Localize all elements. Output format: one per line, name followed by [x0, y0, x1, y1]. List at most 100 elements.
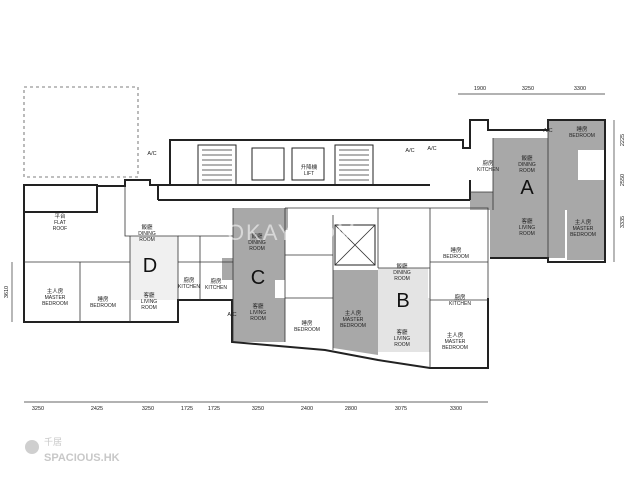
- room-name-en: BEDROOM: [442, 345, 468, 351]
- void-cross: [334, 224, 376, 266]
- lift-2: [291, 147, 325, 181]
- room-name-cn: 睡房: [450, 246, 462, 254]
- dim-bottom: 3250: [142, 406, 154, 412]
- unit-a-bedroom-shading: [548, 120, 605, 210]
- room-name-en: ROOF: [53, 226, 67, 232]
- unit-label-c: C: [251, 267, 265, 289]
- room-name-cn: 平台: [54, 212, 66, 220]
- room-name-en: BEDROOM: [570, 232, 596, 238]
- room-name-en: LIVING: [141, 299, 158, 305]
- room-name-en: ROOM: [394, 276, 410, 282]
- room-name-cn: 廚房: [183, 276, 195, 284]
- room-name-en: DINING: [393, 270, 411, 276]
- room-name-en: BEDROOM: [569, 133, 595, 139]
- logo-icon: [25, 440, 39, 454]
- room-name-en: ROOM: [519, 231, 535, 237]
- dim-bottom: 3250: [32, 406, 44, 412]
- room-name-en: BEDROOM: [340, 323, 366, 329]
- room-name-cn: 廚房: [482, 159, 494, 167]
- room-name-en: ROOM: [141, 305, 157, 311]
- dim-top: 3250: [522, 86, 534, 92]
- dim-left: 3610: [4, 286, 10, 298]
- unit-shading: [130, 120, 605, 355]
- room-name-en: BEDROOM: [90, 303, 116, 309]
- room-name-cn: 主人房: [345, 309, 362, 317]
- room-name-en: KITCHEN: [205, 285, 227, 291]
- room-name-en: LIVING: [519, 225, 536, 231]
- walls: [23, 119, 606, 369]
- unit-label-b: B: [396, 290, 409, 312]
- dim-bottom: 2400: [301, 406, 313, 412]
- room-name-cn: 客廳: [143, 291, 155, 299]
- room-name-cn: 睡房: [576, 125, 588, 133]
- dim-bottom: 1725: [181, 406, 193, 412]
- stair-right-treads: [339, 149, 369, 181]
- lift-1: [251, 147, 285, 181]
- room-name-en: BEDROOM: [42, 301, 68, 307]
- room-name-en: MASTER: [573, 226, 594, 232]
- dim-top: 1900: [474, 86, 486, 92]
- room-name-cn: 客廳: [396, 328, 408, 336]
- unit-d-shading: [130, 236, 178, 300]
- dimension-lines: [11, 93, 615, 403]
- corridor: [158, 184, 470, 201]
- room-name-cn: 睡房: [97, 295, 109, 303]
- unit-b-shading: [378, 268, 430, 352]
- dim-bottom: 1725: [208, 406, 220, 412]
- watermark-text: OKAY.COM: [227, 220, 357, 245]
- south-facade: [23, 212, 489, 369]
- unit-c-shading: [222, 208, 288, 342]
- room-name-en: ROOM: [250, 316, 266, 322]
- dim-right: 2225: [620, 134, 626, 146]
- room-name-cn: 飯廳: [396, 262, 408, 270]
- dim-top: 3300: [574, 86, 586, 92]
- room-name-en: DINING: [518, 162, 536, 168]
- room-name-en: DINING: [138, 231, 156, 237]
- room-name-cn: 升降機: [301, 163, 318, 171]
- room-name-en: FLAT: [54, 220, 66, 226]
- room-name-cn: 主人房: [575, 218, 592, 226]
- stair-left-treads: [202, 149, 232, 181]
- room-name-en: KITCHEN: [477, 167, 499, 173]
- room-name-en: ROOM: [519, 168, 535, 174]
- unit-c-master-shading: [333, 270, 378, 355]
- unit-label-d: D: [143, 255, 157, 277]
- unit-d-walls: [24, 186, 179, 322]
- room-name-cn: 廚房: [210, 277, 222, 285]
- room-name-en: MASTER: [45, 295, 66, 301]
- stair-left: [197, 144, 237, 186]
- room-labels: 睡房BEDROOM飯廳DININGROOM廚房KITCHEN客廳LIVINGRO…: [42, 125, 596, 351]
- room-name-en: LIFT: [304, 171, 314, 177]
- stair-right: [334, 144, 374, 186]
- room-name-cn: 睡房: [301, 319, 313, 327]
- corridor-ends: [157, 180, 471, 200]
- ac-label: A/C: [227, 312, 236, 318]
- dim-right: 2550: [620, 174, 626, 186]
- dim-bottom: 2800: [345, 406, 357, 412]
- ac-label: A/C: [405, 148, 414, 154]
- room-name-cn: 飯廳: [521, 154, 533, 162]
- roof-outline: [23, 86, 139, 178]
